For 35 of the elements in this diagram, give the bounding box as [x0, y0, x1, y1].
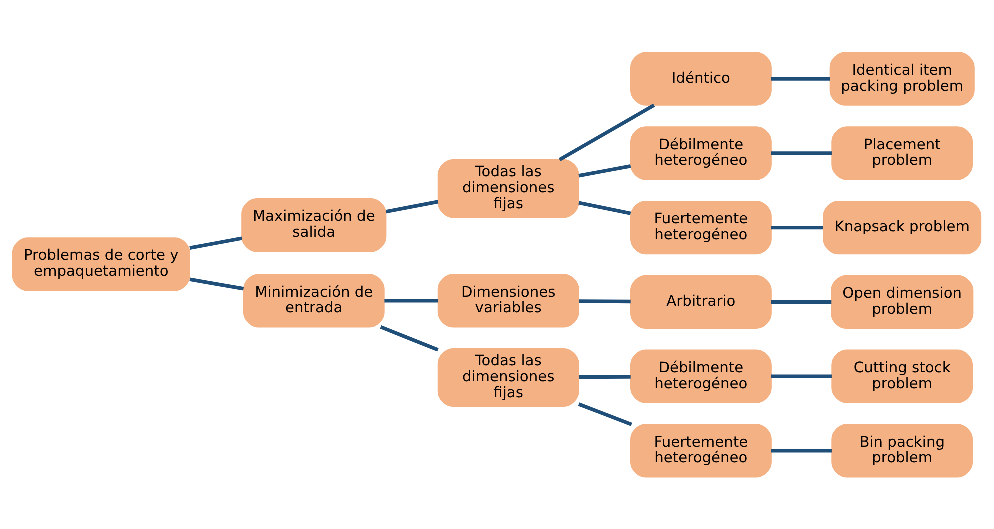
node-box: Cutting stock problem	[832, 349, 974, 403]
node-box: Débilmente heterogéneo	[630, 126, 772, 180]
connector	[771, 151, 832, 155]
node-box: Fuertemente heterogéneo	[630, 424, 772, 478]
connector	[386, 200, 439, 214]
connector	[771, 225, 824, 230]
connector	[578, 200, 632, 215]
connector	[190, 277, 244, 290]
connector	[190, 236, 242, 250]
connector	[578, 164, 632, 178]
node-box: Identical item packing problem	[830, 52, 975, 106]
node-box: Problemas de corte y empaquetamiento	[12, 237, 190, 291]
connector	[771, 448, 832, 452]
node-box: Minimización de entrada	[243, 274, 385, 328]
connector	[578, 374, 631, 379]
node-box: Idéntico	[630, 52, 772, 106]
node-box: Knapsack problem	[823, 200, 982, 254]
connector	[558, 103, 656, 162]
connector	[384, 298, 438, 302]
node-box: Todas las dimensiones fijas	[438, 159, 580, 218]
node-box: Open dimension problem	[831, 274, 974, 328]
node-box: Dimensiones variables	[438, 274, 580, 328]
node-box: Todas las dimensiones fijas	[438, 348, 580, 407]
node-box: Fuertemente heterogéneo	[630, 200, 772, 254]
connector	[578, 299, 631, 304]
node-box: Débilmente heterogéneo	[630, 349, 772, 403]
connector	[771, 300, 832, 304]
connector	[771, 374, 832, 378]
connector	[578, 402, 632, 426]
node-box: Placement problem	[832, 126, 974, 180]
node-box: Maximización de salida	[242, 198, 387, 252]
connector	[771, 76, 830, 80]
node-box: Arbitrario	[630, 274, 772, 328]
connector	[380, 324, 439, 352]
node-box: Bin packing problem	[832, 424, 974, 478]
